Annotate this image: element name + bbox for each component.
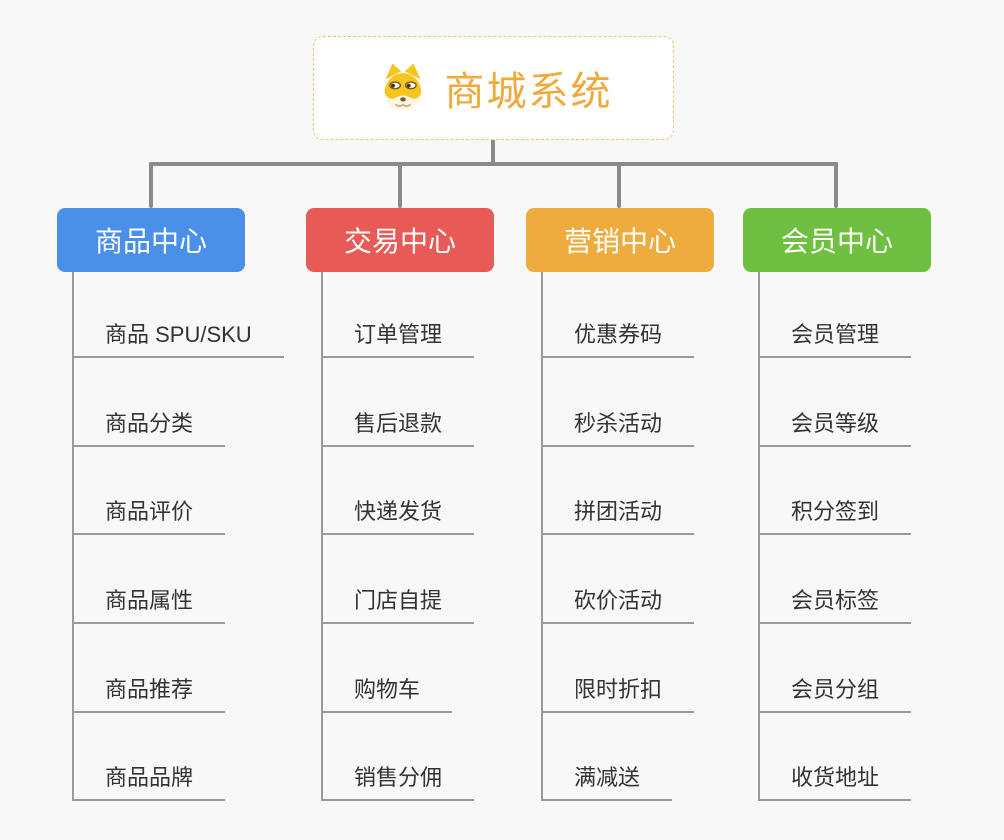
branch-line-marketing (541, 272, 543, 801)
child-node[interactable]: 商品评价 (72, 497, 226, 535)
child-node[interactable]: 满减送 (541, 763, 673, 801)
connector-drop-marketing (617, 162, 621, 208)
child-node[interactable]: 商品分类 (72, 409, 226, 447)
branch-line-member (758, 272, 760, 801)
branch-node-marketing[interactable]: 营销中心 (526, 208, 714, 272)
child-node[interactable]: 砍价活动 (541, 586, 695, 624)
child-node[interactable]: 优惠券码 (541, 320, 695, 358)
branch-node-member[interactable]: 会员中心 (743, 208, 931, 272)
root-node[interactable]: 商城系统 (313, 36, 674, 140)
child-node[interactable]: 购物车 (321, 675, 453, 713)
child-node[interactable]: 商品 SPU/SKU (72, 320, 284, 358)
child-node[interactable]: 快递发货 (321, 497, 475, 535)
root-title: 商城系统 (444, 70, 613, 114)
child-node[interactable]: 商品品牌 (72, 763, 226, 801)
connector-drop-trade (398, 162, 402, 208)
child-node[interactable]: 积分签到 (758, 497, 912, 535)
child-node[interactable]: 销售分佣 (321, 763, 475, 801)
child-node[interactable]: 会员分组 (758, 675, 912, 713)
child-node[interactable]: 售后退款 (321, 409, 475, 447)
child-node[interactable]: 订单管理 (321, 320, 475, 358)
branch-line-goods (72, 272, 74, 801)
child-node[interactable]: 限时折扣 (541, 675, 695, 713)
branch-node-trade[interactable]: 交易中心 (306, 208, 494, 272)
child-node[interactable]: 收货地址 (758, 763, 912, 801)
connector-root-stem (491, 139, 495, 166)
child-node[interactable]: 商品推荐 (72, 675, 226, 713)
branch-line-trade (321, 272, 323, 801)
connector-drop-goods (149, 162, 153, 208)
shiba-dog-icon (375, 60, 431, 116)
child-node[interactable]: 会员等级 (758, 409, 912, 447)
child-node[interactable]: 会员标签 (758, 586, 912, 624)
connector-bus (149, 162, 838, 166)
child-node[interactable]: 商品属性 (72, 586, 226, 624)
branch-node-goods[interactable]: 商品中心 (57, 208, 245, 272)
connector-drop-member (834, 162, 838, 208)
child-node[interactable]: 会员管理 (758, 320, 912, 358)
child-node[interactable]: 门店自提 (321, 586, 475, 624)
child-node[interactable]: 拼团活动 (541, 497, 695, 535)
child-node[interactable]: 秒杀活动 (541, 409, 695, 447)
